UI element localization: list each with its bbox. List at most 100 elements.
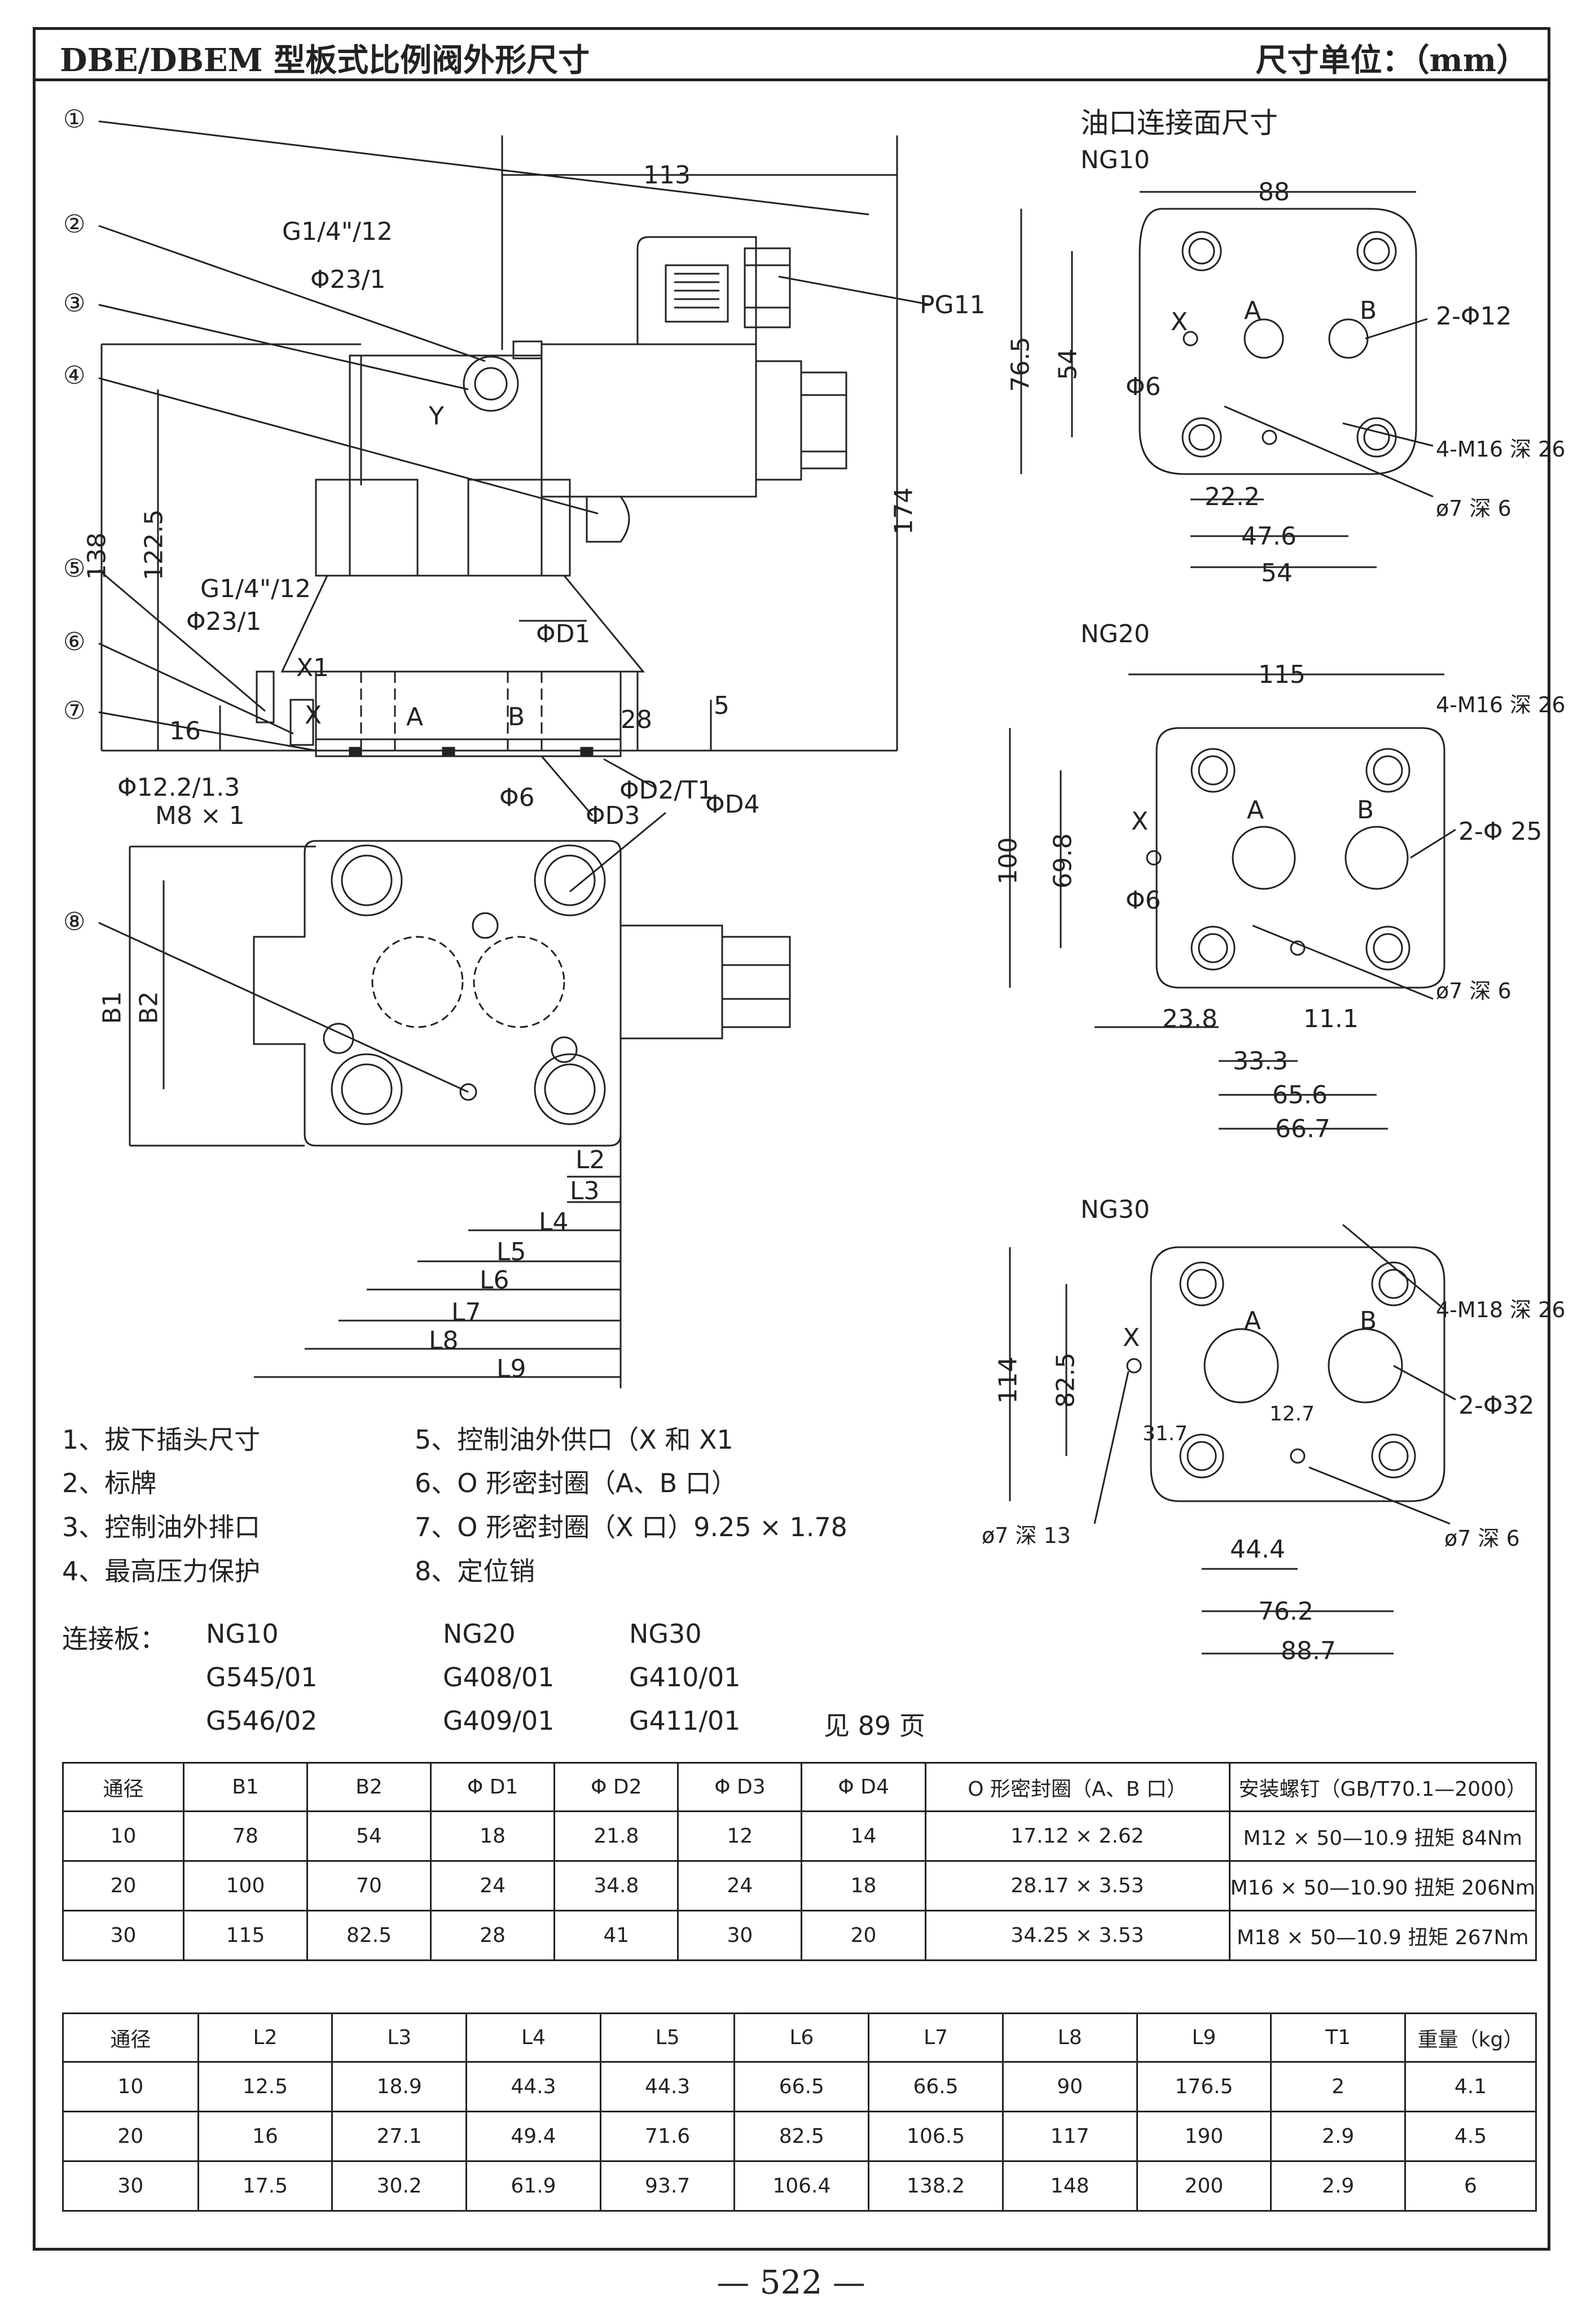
table-cell: 18.9 [331, 2061, 468, 2112]
table1-header: 通径 [61, 1762, 185, 1812]
ng20-dim-115: 115 [1258, 660, 1306, 689]
table-cell: 90 [1001, 2061, 1138, 2112]
dim-b1: B1 [98, 991, 127, 1024]
ng30-dim-88-7: 88.7 [1281, 1637, 1336, 1665]
ng10-dim-88: 88 [1258, 178, 1290, 207]
table-cell: 16 [197, 2111, 333, 2162]
plate-ng20-b: G409/01 [443, 1705, 555, 1736]
table1-header: 安装螺钉（GB/T70.1—2000） [1228, 1762, 1537, 1812]
table-cell: 34.25 × 3.53 [924, 1910, 1231, 1961]
table1-header: Φ D4 [801, 1762, 926, 1812]
ng20-title: NG20 [1080, 620, 1150, 648]
label-port-a: A [406, 703, 424, 731]
note-7: 7、O 形密封圈（X 口）9.25 × 1.78 [415, 1512, 847, 1542]
table2-header: L8 [1001, 2012, 1138, 2063]
dim-l5: L5 [496, 1238, 526, 1266]
table2-header: 重量（kg） [1404, 2012, 1537, 2063]
table-cell: 115 [183, 1910, 309, 1961]
callout-4: ④ [63, 361, 86, 390]
table-cell: 10 [62, 2061, 199, 2112]
page-header: DBE/DBEM 型板式比例阀外形尺寸 尺寸单位：（mm） [33, 27, 1550, 81]
table-cell: 41 [553, 1910, 679, 1961]
ng30-dim-12-7: 12.7 [1269, 1402, 1315, 1426]
ng20-dim-33-3: 33.3 [1233, 1047, 1288, 1076]
table1-header: B2 [306, 1762, 432, 1812]
table2-header: L7 [868, 2012, 1004, 2063]
ng30-title: NG30 [1080, 1195, 1150, 1224]
table1-header: Φ D1 [430, 1762, 556, 1812]
table-cell: 30 [62, 2160, 199, 2212]
table-cell: 4.5 [1404, 2111, 1537, 2162]
table-cell: 70 [306, 1860, 432, 1911]
dim-phi23a: Φ23/1 [310, 265, 386, 294]
ng10-m16: 4-M16 深 26 [1436, 437, 1566, 462]
dim-l7: L7 [451, 1298, 481, 1327]
ng20-phi7: ø7 深 6 [1436, 979, 1511, 1003]
table-cell: 148 [1001, 2160, 1138, 2212]
table-cell: 17.12 × 2.62 [924, 1810, 1231, 1862]
dim-138: 138 [82, 532, 112, 580]
spec-table-2: 通径 L2 L3 L4 L5 L6 L7 L8 L9 T1 重量（kg） 10 … [62, 2012, 1537, 2212]
dim-l6: L6 [480, 1266, 509, 1295]
note-8: 8、定位销 [415, 1556, 535, 1586]
table-cell: 93.7 [599, 2160, 736, 2212]
table-cell: 20 [62, 2111, 199, 2162]
dim-l4: L4 [539, 1208, 569, 1236]
table-cell: 106.5 [868, 2111, 1004, 2162]
unit-label: 尺寸单位：（mm） [1255, 42, 1528, 79]
table-cell: 200 [1136, 2160, 1272, 2212]
table-cell: 44.3 [599, 2061, 736, 2112]
ng10-interface [1020, 191, 1434, 568]
ng10-dim-47-6: 47.6 [1241, 522, 1297, 551]
ng30-phi7-13: ø7 深 13 [982, 1523, 1071, 1548]
table2-header: L4 [465, 2012, 601, 2063]
label-pg11: PG11 [920, 291, 986, 319]
label-x: X [305, 701, 322, 730]
table-cell: 66.5 [733, 2061, 870, 2112]
ng30-dim-82-5: 82.5 [1051, 1352, 1080, 1408]
spec-table-1: 通径 B1 B2 Φ D1 Φ D2 Φ D3 Φ D4 O 形密封圈（A、B … [61, 1762, 1537, 1961]
ng10-dim-54v: 54 [1053, 348, 1083, 380]
table-cell: M18 × 50—10.9 扭矩 267Nm [1228, 1910, 1537, 1961]
ng20-phi25: 2-Φ 25 [1458, 817, 1543, 846]
dim-113: 113 [643, 161, 691, 190]
dim-m8: M8 × 1 [155, 801, 245, 830]
dim-l3: L3 [570, 1177, 600, 1205]
ng30-phi32: 2-Φ32 [1458, 1391, 1535, 1420]
ng10-phi7: ø7 深 6 [1436, 496, 1511, 521]
table-cell: 34.8 [553, 1860, 679, 1911]
page-frame [33, 27, 1550, 2251]
ng10-port-x: X [1171, 308, 1188, 336]
ng30-interface [1009, 1224, 1456, 1655]
table2-header: L9 [1136, 2012, 1272, 2063]
table2-header: L5 [599, 2012, 736, 2063]
table-cell: 71.6 [599, 2111, 736, 2162]
ng10-title: NG10 [1080, 146, 1150, 174]
plate-ng30-title: NG30 [629, 1619, 702, 1649]
table1-header: B1 [183, 1762, 309, 1812]
ng10-port-b: B [1360, 296, 1377, 325]
ng10-phi12: 2-Φ12 [1436, 302, 1512, 331]
table2-header: L6 [733, 2012, 870, 2063]
table-cell: 44.3 [465, 2061, 601, 2112]
table-cell: 18 [801, 1860, 926, 1911]
ng30-dim-114: 114 [994, 1356, 1023, 1404]
ng20-m16: 4-M16 深 26 [1436, 692, 1566, 717]
table-cell: M12 × 50—10.9 扭矩 84Nm [1228, 1810, 1537, 1862]
ng20-dim-69-8: 69.8 [1048, 833, 1078, 889]
table-cell: 66.5 [868, 2061, 1004, 2112]
table1-header: O 形密封圈（A、B 口） [924, 1762, 1231, 1812]
table-cell: 24 [430, 1860, 556, 1911]
dim-phi23b: Φ23/1 [186, 607, 262, 636]
table-cell: 100 [183, 1860, 309, 1911]
plate-ng10-b: G546/02 [206, 1705, 318, 1736]
ng10-phi6: Φ6 [1126, 372, 1161, 401]
callout-3: ③ [63, 289, 86, 318]
table2-header-row: 通径 L2 L3 L4 L5 L6 L7 L8 L9 T1 重量（kg） [62, 2012, 1537, 2063]
dim-b2: B2 [134, 991, 164, 1024]
ng10-dim-22-2: 22.2 [1205, 483, 1260, 511]
table-cell: 30.2 [331, 2160, 468, 2212]
table-row: 10 78 54 18 21.8 12 14 17.12 × 2.62 M12 … [61, 1810, 1537, 1862]
ng20-phi6: Φ6 [1126, 886, 1161, 915]
ng20-dim-11-1: 11.1 [1303, 1005, 1359, 1033]
